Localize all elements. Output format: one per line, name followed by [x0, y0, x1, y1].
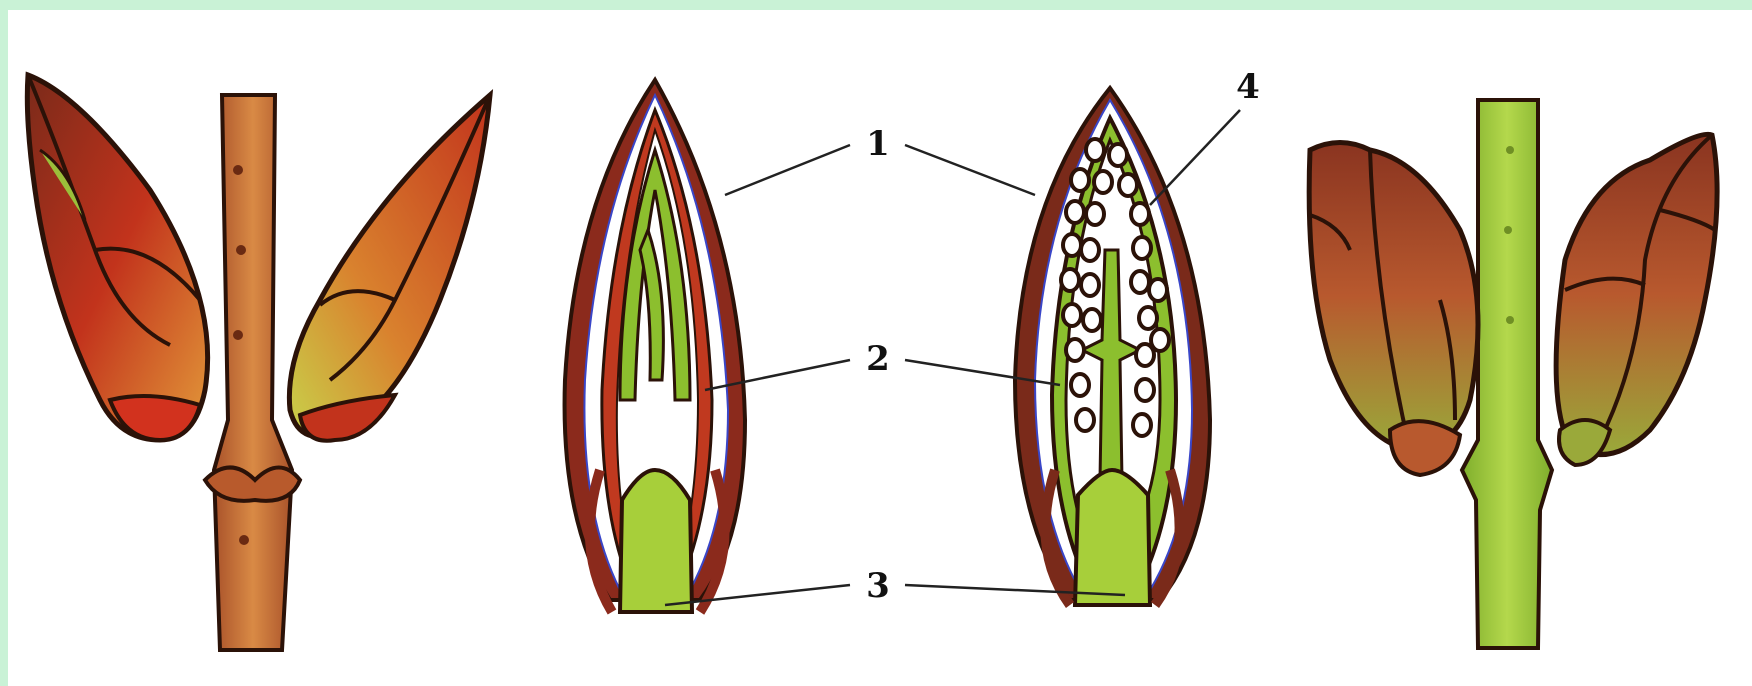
- label-1: 1: [866, 124, 890, 164]
- figure-flower-bud-section: [1015, 88, 1210, 605]
- figure-leaf-bud-section: [565, 80, 745, 612]
- figure-leaf-bud-exterior: [27, 75, 490, 650]
- left-bud: [27, 75, 207, 440]
- label-2: 2: [866, 339, 890, 379]
- growth-cone-base: [1075, 470, 1150, 605]
- label-4: 4: [1236, 67, 1260, 107]
- right-bud: [289, 95, 490, 437]
- growth-cone-base: [620, 470, 692, 612]
- left-bud: [1309, 143, 1478, 451]
- figure-flower-bud-exterior: [1309, 100, 1717, 648]
- label-3: 3: [866, 566, 890, 606]
- stem: [214, 95, 292, 650]
- right-bud: [1556, 134, 1717, 454]
